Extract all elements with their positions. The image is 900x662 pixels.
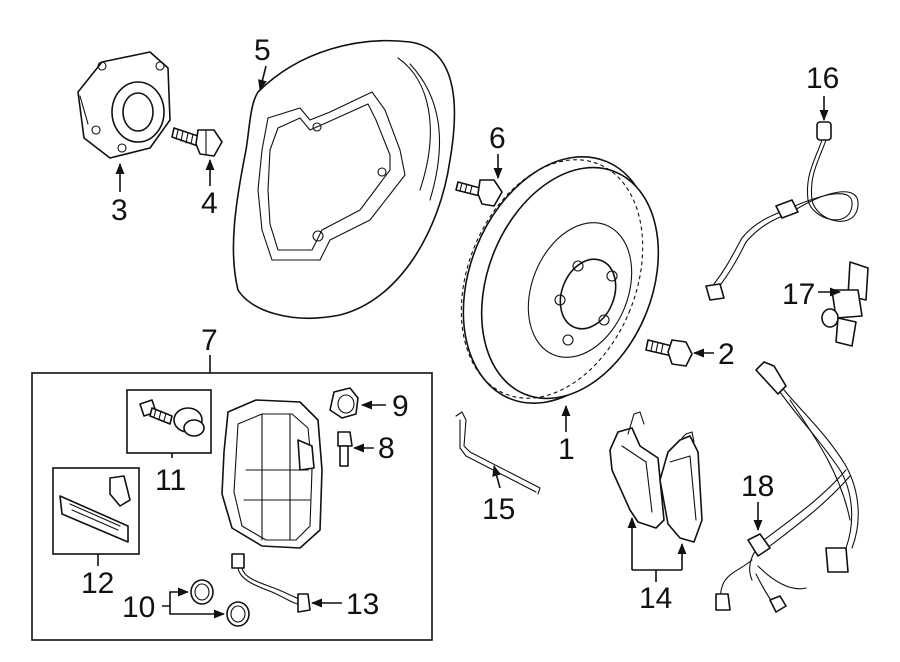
- rotor-screw-part: [455, 179, 503, 207]
- piston-seals-part: [190, 579, 250, 627]
- brake-pads-part: [609, 411, 703, 543]
- callout-15: 15: [482, 493, 515, 526]
- pad-clips-part: [59, 475, 131, 543]
- callout-11: 11: [155, 464, 186, 497]
- rotor-bolt-part: [645, 339, 693, 367]
- wheel-speed-sensor-part: [821, 261, 869, 347]
- leader-lines: [97, 65, 842, 619]
- bleeder-cap-part: [329, 387, 359, 419]
- wheel-hub-part: [77, 51, 171, 159]
- callout-17: 17: [782, 278, 815, 311]
- bleeder-screw-part: [337, 431, 353, 467]
- callout-7: 7: [201, 324, 218, 357]
- callout-9: 9: [392, 390, 409, 423]
- splash-shield-part: [232, 39, 456, 319]
- sensor-wire-part: [455, 411, 541, 495]
- guide-pin-kit-part: [139, 399, 205, 437]
- brake-hose-part: [705, 121, 859, 301]
- pad-hardware-kit-frame: [52, 467, 140, 555]
- callout-1: 1: [558, 433, 575, 466]
- callout-14: 14: [639, 582, 672, 615]
- hub-bolt-part: [171, 127, 223, 157]
- callout-13: 13: [346, 588, 379, 621]
- callout-16: 16: [806, 62, 839, 95]
- brake-rotor-part: [460, 156, 660, 404]
- callout-12: 12: [81, 567, 114, 600]
- caliper-bolt-kit-frame: [126, 389, 212, 454]
- callout-2: 2: [718, 338, 735, 371]
- callout-5: 5: [254, 34, 271, 67]
- callout-18: 18: [741, 470, 774, 503]
- wire-harness-part: [715, 361, 859, 613]
- caliper-group-frame: [31, 372, 433, 641]
- callout-4: 4: [201, 187, 218, 220]
- callout-3: 3: [111, 194, 128, 227]
- callout-labels: 1 2 3 4 5 6 7 8 9 10 11 12 13 14 15 16 1…: [81, 34, 839, 624]
- brake-caliper-part: [221, 399, 323, 549]
- callout-10: 10: [122, 591, 155, 624]
- callout-8: 8: [378, 432, 395, 465]
- brake-line-part: [231, 553, 311, 613]
- callout-6: 6: [489, 122, 506, 155]
